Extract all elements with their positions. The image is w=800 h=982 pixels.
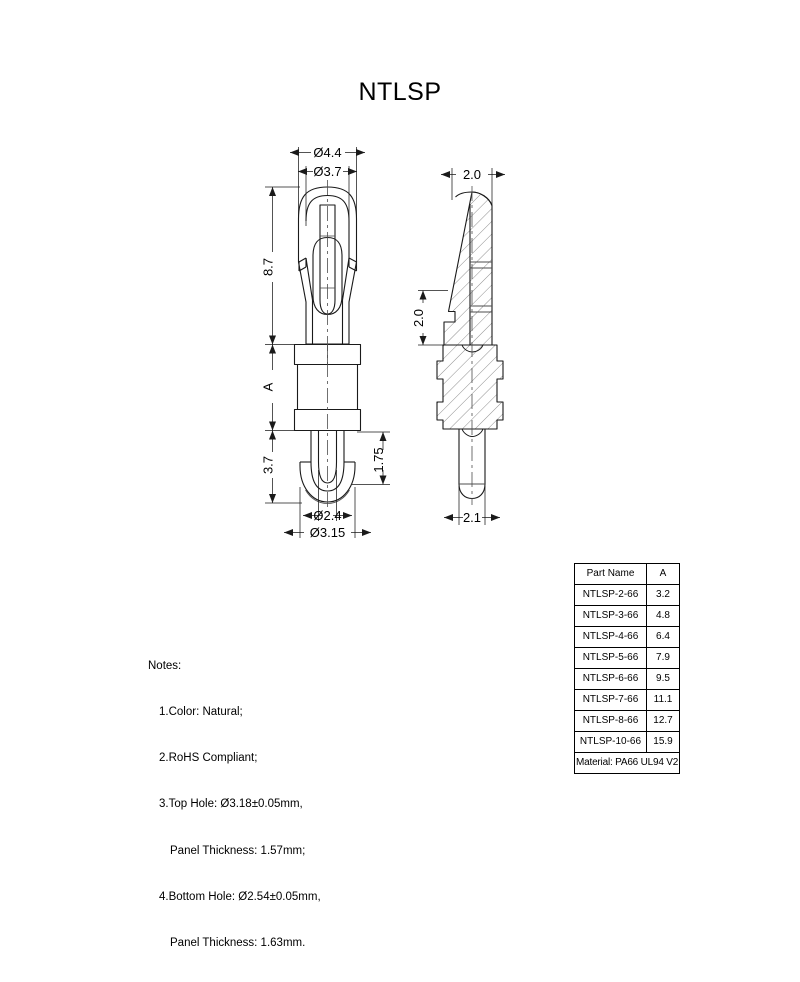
note-item-4: 4.Bottom Hole: Ø2.54±0.05mm, bbox=[159, 890, 321, 903]
dim-section-2-1: 2.1 bbox=[463, 510, 481, 525]
table-row: NTLSP-2-66 3.2 bbox=[574, 584, 680, 606]
cell-a: 15.9 bbox=[646, 731, 680, 753]
note-item-4-cont: Panel Thickness: 1.63mm. bbox=[170, 937, 306, 950]
page-title: NTLSP bbox=[358, 78, 442, 106]
table-header-row: Part Name A bbox=[574, 563, 680, 585]
cell-a: 4.8 bbox=[646, 605, 680, 627]
cell-a: 7.9 bbox=[646, 647, 680, 669]
table-row: NTLSP-5-66 7.9 bbox=[574, 647, 680, 669]
cell-part-name: NTLSP-6-66 bbox=[574, 668, 647, 690]
note-item-3-cont: Panel Thickness: 1.57mm; bbox=[170, 844, 306, 857]
table-row: NTLSP-6-66 9.5 bbox=[574, 668, 680, 690]
table-row: NTLSP-7-66 11.1 bbox=[574, 689, 680, 711]
cell-part-name: NTLSP-5-66 bbox=[574, 647, 647, 669]
note-item-1: 1.Color: Natural; bbox=[159, 706, 243, 719]
cell-part-name: NTLSP-3-66 bbox=[574, 605, 647, 627]
dim-1-75: 1.75 bbox=[371, 447, 386, 472]
table-row: NTLSP-8-66 12.7 bbox=[574, 710, 680, 732]
dim-dia-4-4: Ø4.4 bbox=[313, 145, 341, 160]
dim-8-7: 8.7 bbox=[261, 258, 276, 276]
dim-dia-2-4: Ø2.4 bbox=[313, 508, 341, 523]
table-header-a: A bbox=[646, 563, 680, 585]
notes-heading: Notes: bbox=[148, 659, 182, 672]
table-row: NTLSP-3-66 4.8 bbox=[574, 605, 680, 627]
dim-dia-3-15: Ø3.15 bbox=[310, 525, 345, 540]
note-item-2: 2.RoHS Compliant; bbox=[159, 752, 258, 765]
front-view-dimension-lines bbox=[265, 147, 390, 538]
cell-a: 11.1 bbox=[646, 689, 680, 711]
cell-material: Material: PA66 UL94 V2 bbox=[574, 752, 680, 774]
cell-part-name: NTLSP-4-66 bbox=[574, 626, 647, 648]
table-row: NTLSP-10-66 15.9 bbox=[574, 731, 680, 753]
cell-a: 3.2 bbox=[646, 584, 680, 606]
cell-part-name: NTLSP-10-66 bbox=[574, 731, 647, 753]
section-view-dimension-lines bbox=[418, 168, 505, 525]
cell-a: 6.4 bbox=[646, 626, 680, 648]
front-view-geometry bbox=[293, 186, 362, 504]
notes-block: Notes: 1.Color: Natural; 2.RoHS Complian… bbox=[148, 628, 321, 982]
table-header-part-name: Part Name bbox=[574, 563, 647, 585]
table-row: NTLSP-4-66 6.4 bbox=[574, 626, 680, 648]
dim-dia-3-7: Ø3.7 bbox=[313, 164, 341, 179]
cell-a: 12.7 bbox=[646, 710, 680, 732]
technical-drawing-canvas: Ø4.4 Ø3.7 8.7 A 3.7 1.75 Ø2.4 Ø3.15 2.0 … bbox=[261, 145, 505, 540]
drawing-sheet: NTLSP bbox=[148, 78, 680, 949]
cell-part-name: NTLSP-8-66 bbox=[574, 710, 647, 732]
section-view-geometry bbox=[436, 191, 504, 500]
cell-part-name: NTLSP-7-66 bbox=[574, 689, 647, 711]
dim-a: A bbox=[261, 382, 276, 391]
part-number-table: Part Name A NTLSP-2-66 3.2 NTLSP-3-66 4.… bbox=[574, 563, 680, 774]
dim-section-2-0-left: 2.0 bbox=[411, 309, 426, 327]
cell-part-name: NTLSP-2-66 bbox=[574, 584, 647, 606]
table-material-row: Material: PA66 UL94 V2 bbox=[574, 752, 680, 774]
dim-section-2-0-top: 2.0 bbox=[463, 167, 481, 182]
cell-a: 9.5 bbox=[646, 668, 680, 690]
dim-3-7: 3.7 bbox=[261, 456, 276, 474]
